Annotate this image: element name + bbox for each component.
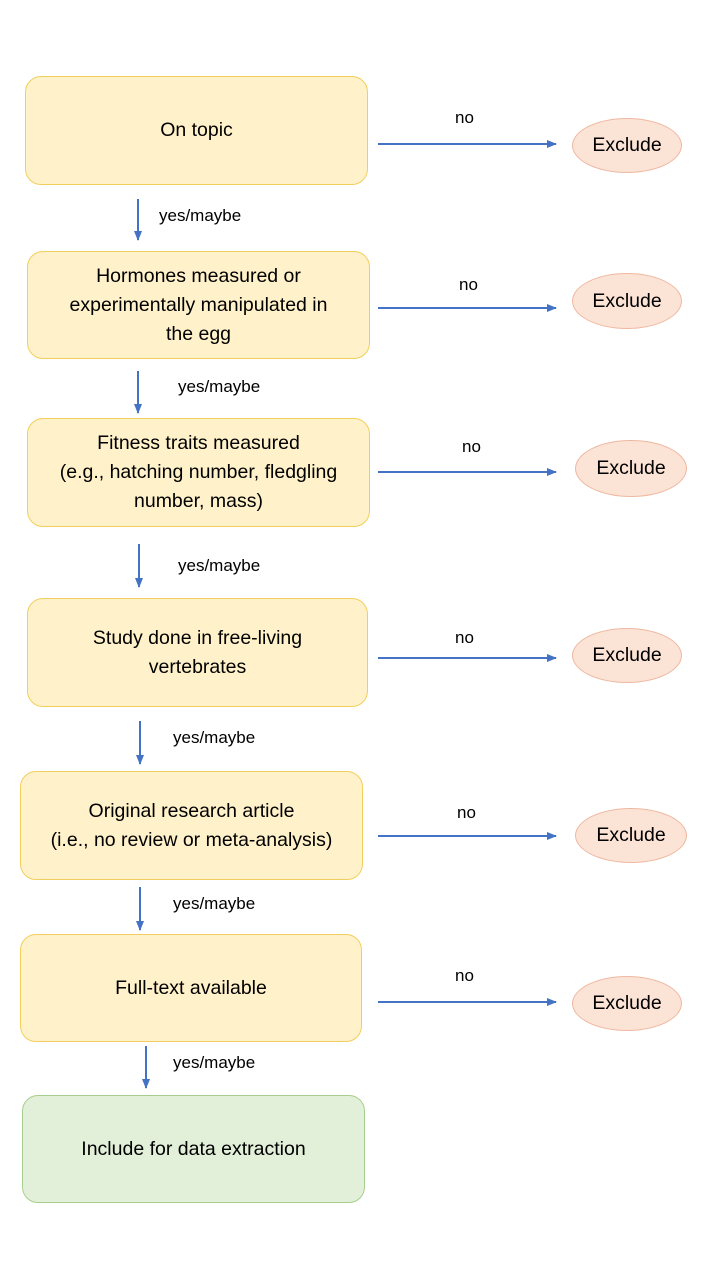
step-full-text-text: Full-text available: [115, 976, 267, 999]
yes-label-4: yes/maybe: [173, 728, 256, 747]
exclude-label-6: Exclude: [592, 992, 662, 1014]
step-fitness-traits-text: Fitness traits measured (e.g., hatching …: [59, 432, 338, 512]
exclude-label-4: Exclude: [592, 644, 662, 666]
no-label-4: no: [455, 628, 474, 647]
exclude-node-3: Exclude: [575, 440, 687, 497]
final-include: Include for data extraction: [22, 1095, 365, 1203]
yes-label-6: yes/maybe: [173, 1053, 256, 1072]
step-hormones-measured-text: Hormones measured or experimentally mani…: [69, 264, 328, 345]
yes-label-2: yes/maybe: [178, 377, 261, 396]
step-original-research: Original research article (i.e., no revi…: [20, 771, 363, 880]
step-hormones-measured: Hormones measured or experimentally mani…: [27, 251, 370, 359]
exclude-node-1: Exclude: [572, 118, 682, 173]
no-label-6: no: [455, 966, 474, 985]
exclude-node-4: Exclude: [572, 628, 682, 683]
exclude-label-3: Exclude: [596, 457, 666, 479]
no-label-1: no: [455, 108, 474, 127]
yes-label-1: yes/maybe: [159, 206, 242, 225]
step-full-text: Full-text available: [20, 934, 362, 1042]
exclude-label-5: Exclude: [596, 824, 666, 846]
step-on-topic: On topic: [25, 76, 368, 185]
exclude-node-6: Exclude: [572, 976, 682, 1031]
step-original-research-text: Original research article (i.e., no revi…: [50, 799, 333, 851]
no-label-2: no: [459, 275, 478, 294]
exclude-label-1: Exclude: [592, 134, 662, 156]
yes-label-5: yes/maybe: [173, 894, 256, 913]
exclude-node-2: Exclude: [572, 273, 682, 329]
final-include-text: Include for data extraction: [81, 1137, 306, 1160]
step-free-living-text: Study done in free-living vertebrates: [92, 626, 303, 678]
exclude-label-2: Exclude: [592, 289, 662, 312]
no-label-3: no: [462, 437, 481, 456]
yes-label-3: yes/maybe: [178, 556, 261, 575]
step-free-living: Study done in free-living vertebrates: [27, 598, 368, 707]
exclude-node-5: Exclude: [575, 808, 687, 863]
step-on-topic-text: On topic: [160, 119, 233, 141]
no-label-5: no: [457, 803, 476, 822]
step-fitness-traits: Fitness traits measured (e.g., hatching …: [27, 418, 370, 527]
